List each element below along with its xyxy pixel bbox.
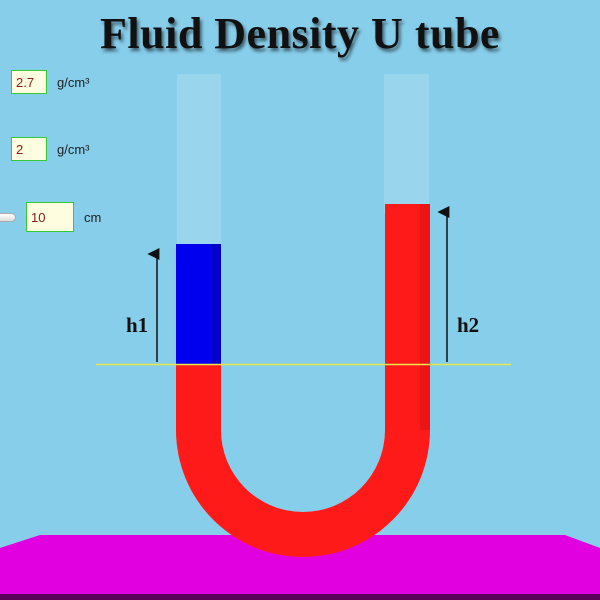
height1-slider-handle[interactable] [0,212,16,222]
fluid1-shade [212,244,221,364]
page-title: Fluid Density U tube [100,9,500,58]
base-platform [0,535,600,600]
h1-label: h1 [126,313,148,337]
height1-input[interactable] [26,202,74,232]
fluid2-shade [420,204,430,430]
fluid2-column [176,204,430,557]
density2-unit: g/cm³ [57,141,90,157]
density1-unit: g/cm³ [57,74,90,90]
h2-label: h2 [457,313,479,337]
height1-control: cm [0,202,101,232]
density2-control: g/cm³ [11,137,90,161]
density1-input[interactable] [11,70,47,94]
right-tube-glass [384,74,429,214]
base-platform-edge [0,594,600,600]
density1-control: g/cm³ [11,70,90,94]
height1-unit: cm [84,209,102,225]
density2-input[interactable] [11,137,47,161]
